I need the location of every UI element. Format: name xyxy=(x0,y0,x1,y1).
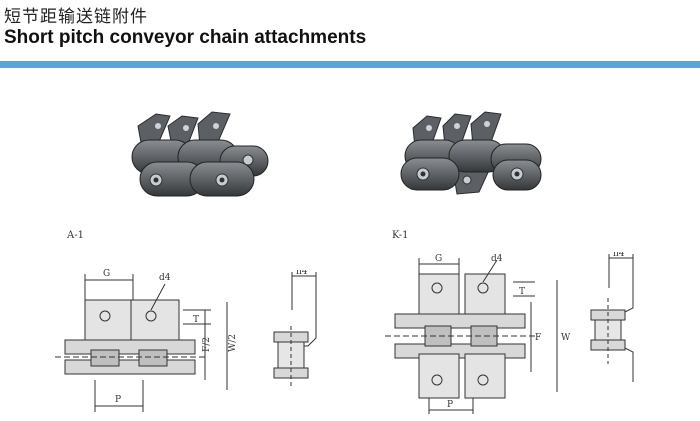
page-title-english: Short pitch conveyor chain attachments xyxy=(4,27,367,48)
dim-w-k1: W xyxy=(561,333,571,343)
diagram-a1-side-view: h4 xyxy=(273,270,317,386)
page-title-chinese: 短节距输送链附件 xyxy=(4,7,148,27)
dim-g-a1: G xyxy=(103,269,110,279)
diagram-a1-front-view: G d4 T F/2 W/2 P xyxy=(55,269,238,412)
dim-f-k1: F xyxy=(535,333,541,343)
diagram-k1-front-view: G d4 T F W P xyxy=(385,254,571,414)
dim-p-k1: P xyxy=(447,400,453,410)
dim-f2-a1: F/2 xyxy=(202,337,212,352)
dim-t-k1: T xyxy=(519,287,525,297)
title-divider-bar xyxy=(0,61,700,68)
dim-d4-a1: d4 xyxy=(159,273,171,283)
dim-w2-a1: W/2 xyxy=(228,334,238,352)
diagram-k1-side-view: h4 xyxy=(590,252,634,382)
chain-photo-a1 xyxy=(131,111,269,197)
chain-photo-k1 xyxy=(400,111,542,195)
dim-p-a1: P xyxy=(115,395,121,405)
diagram-label-k1: K-1 xyxy=(392,230,409,241)
dim-g-k1: G xyxy=(435,254,442,264)
dim-h4-a1: h4 xyxy=(296,270,308,277)
diagram-label-a1: A-1 xyxy=(67,230,84,241)
dim-h4-k1: h4 xyxy=(613,252,625,259)
dim-d4-k1: d4 xyxy=(491,254,503,264)
dim-t-a1: T xyxy=(193,315,199,325)
